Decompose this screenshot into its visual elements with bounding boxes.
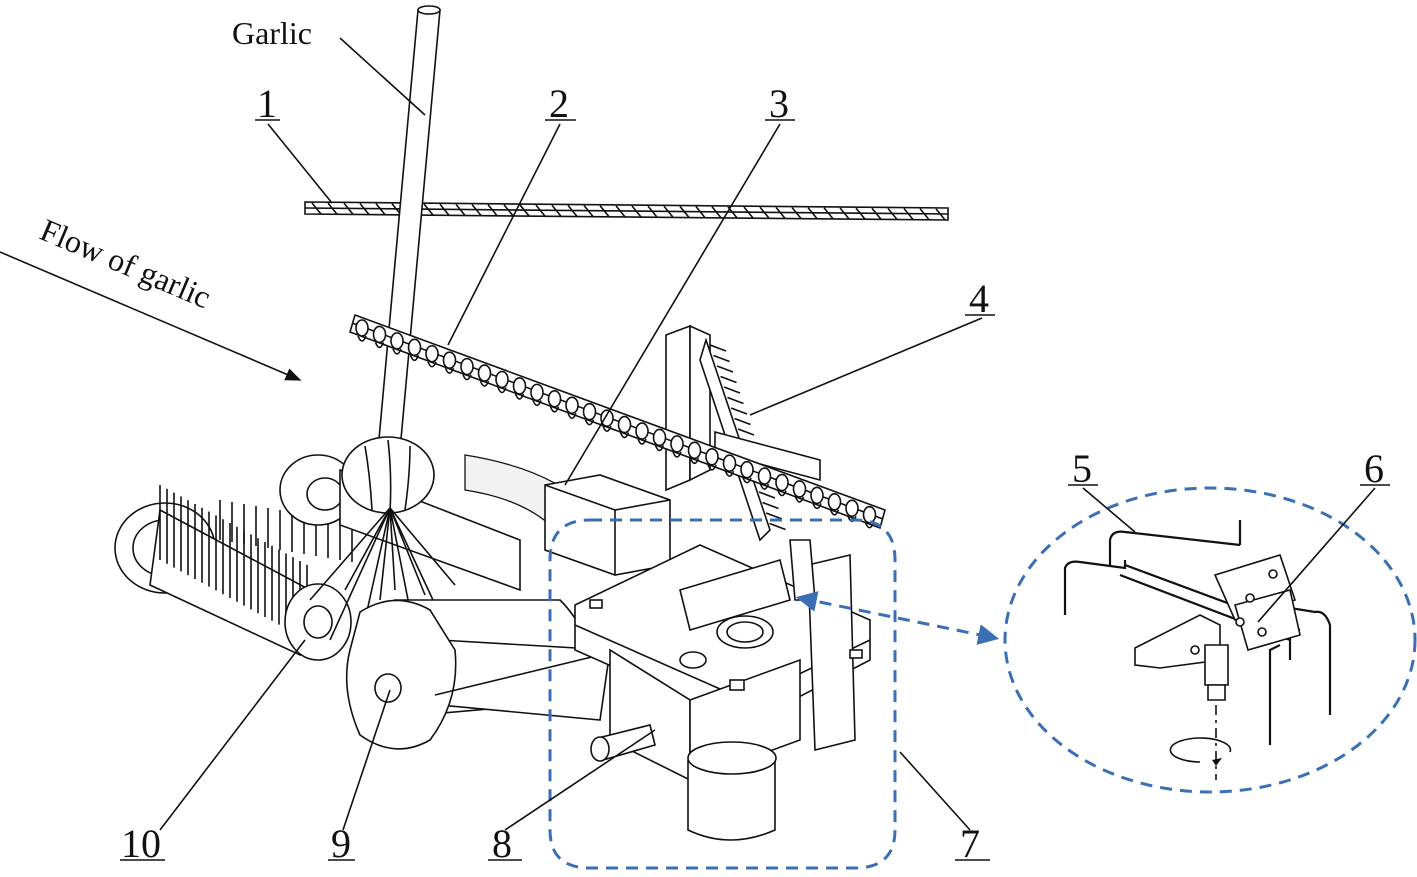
highlight-connector-arrow: [795, 591, 1000, 645]
label-part-9: 9: [331, 821, 351, 866]
label-part-4: 4: [969, 276, 989, 321]
label-part-7: 7: [960, 821, 980, 866]
cutter-drum: [345, 599, 611, 750]
label-part-5: 5: [1072, 446, 1092, 491]
chain-conveyor: [349, 313, 886, 530]
label-part-2: 2: [549, 81, 569, 126]
label-part-10: 10: [121, 821, 161, 866]
top-clamp-conveyor: [304, 201, 949, 221]
label-part-1: 1: [257, 81, 277, 126]
label-part-3: 3: [769, 81, 789, 126]
gearbox-assembly: [574, 539, 871, 841]
garlic-stalk: [377, 5, 441, 451]
label-part-6: 6: [1364, 446, 1384, 491]
label-flow-of-garlic: Flow of garlic: [35, 211, 216, 315]
label-part-8: 8: [492, 821, 512, 866]
spiked-roller: [114, 485, 353, 661]
leader-lines: [120, 37, 1390, 861]
label-garlic: Garlic: [232, 15, 312, 51]
highlight-region-box: [548, 518, 897, 870]
cutting-housing: [544, 474, 671, 576]
highlight-detail-ellipse: [1003, 486, 1417, 794]
flow-arrow: [0, 251, 302, 381]
detail-clamp-fingers: [1063, 520, 1332, 780]
frame-plate: [665, 324, 821, 542]
garlic-bulb: [309, 436, 456, 641]
highlight-outlines: [548, 486, 1417, 870]
